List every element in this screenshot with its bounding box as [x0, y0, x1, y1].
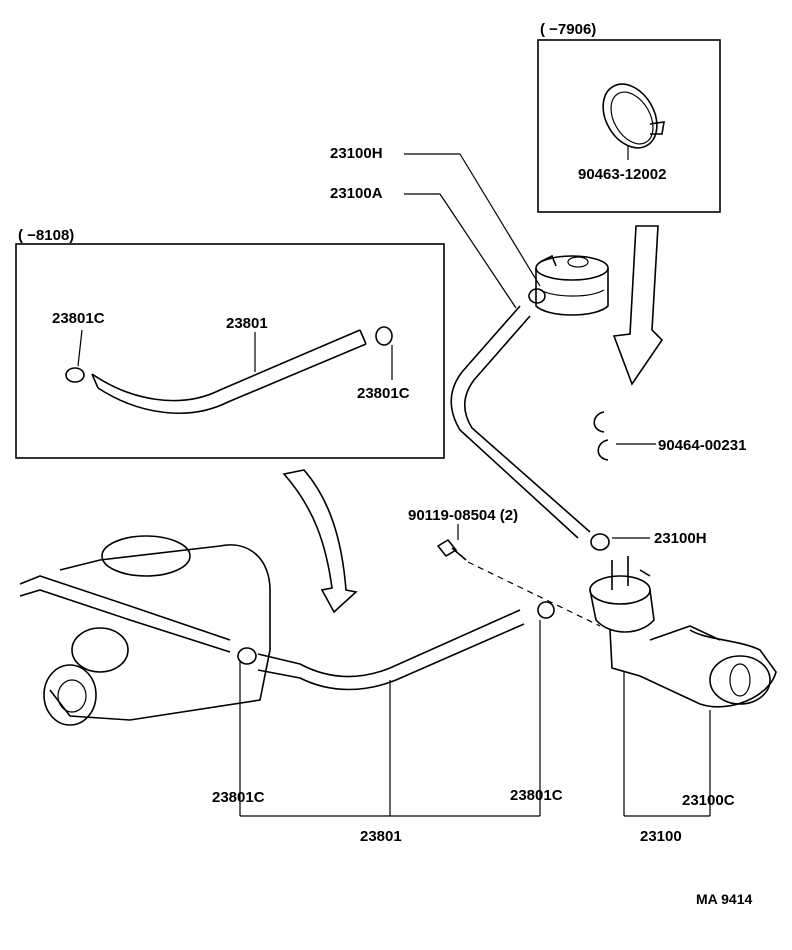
detail-box-right — [537, 39, 721, 213]
drawing-code: MA 9414 — [696, 891, 753, 907]
label-23801c-bottom-left: 23801C — [212, 789, 265, 806]
right-box-label: ( −7906) — [540, 21, 597, 38]
label-23100a: 23100A — [330, 185, 383, 202]
detail-box-left — [15, 243, 445, 459]
box-hose-drawing — [65, 326, 393, 414]
label-23100: 23100 — [640, 828, 682, 845]
hose-clamp-drawing — [602, 83, 665, 160]
arrow-left — [282, 469, 358, 614]
label-23801c-box-right: 23801C — [357, 385, 410, 402]
engine-block-drawing — [19, 535, 271, 726]
label-90464-00231: 90464-00231 — [658, 437, 747, 454]
label-23801-bottom: 23801 — [360, 828, 402, 845]
fuel-filter-drawing — [535, 254, 609, 316]
bolt-drawing — [436, 538, 601, 627]
arrow-right — [612, 225, 664, 386]
leader-lines — [239, 153, 711, 817]
label-23100c: 23100C — [682, 792, 735, 809]
clip-90464-drawing — [593, 411, 609, 461]
fuel-pump-drawing — [589, 556, 777, 708]
label-90119-08504: 90119-08504 (2) — [408, 507, 519, 524]
label-90463-12002: 90463-12002 — [578, 166, 667, 183]
hose-23801-bottom-drawing — [257, 609, 521, 678]
hose-23100a-drawing — [450, 305, 579, 539]
label-23801-box: 23801 — [226, 315, 268, 332]
label-23801c-bottom-right: 23801C — [510, 787, 563, 804]
label-23100h-top: 23100H — [330, 145, 383, 162]
left-box-label: ( −8108) — [18, 227, 75, 244]
label-23801c-box-left: 23801C — [52, 310, 105, 327]
label-23100h-bottom: 23100H — [654, 530, 707, 547]
